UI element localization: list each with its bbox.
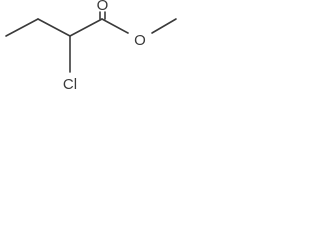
chemical-structure: O O Cl — [5, 0, 177, 93]
bond-ch3-ch2 — [5, 18, 39, 37]
atom-label-carbonyl-oxygen: O — [97, 0, 109, 14]
bond-ch2-ch — [37, 18, 71, 37]
atom-label-ester-oxygen: O — [134, 32, 146, 49]
bond-carbonyl-ester-o — [101, 18, 129, 34]
bond-ester-o-methyl — [151, 18, 177, 34]
atom-label-chlorine: Cl — [63, 76, 77, 93]
bond-ch-carbonyl — [69, 18, 103, 37]
